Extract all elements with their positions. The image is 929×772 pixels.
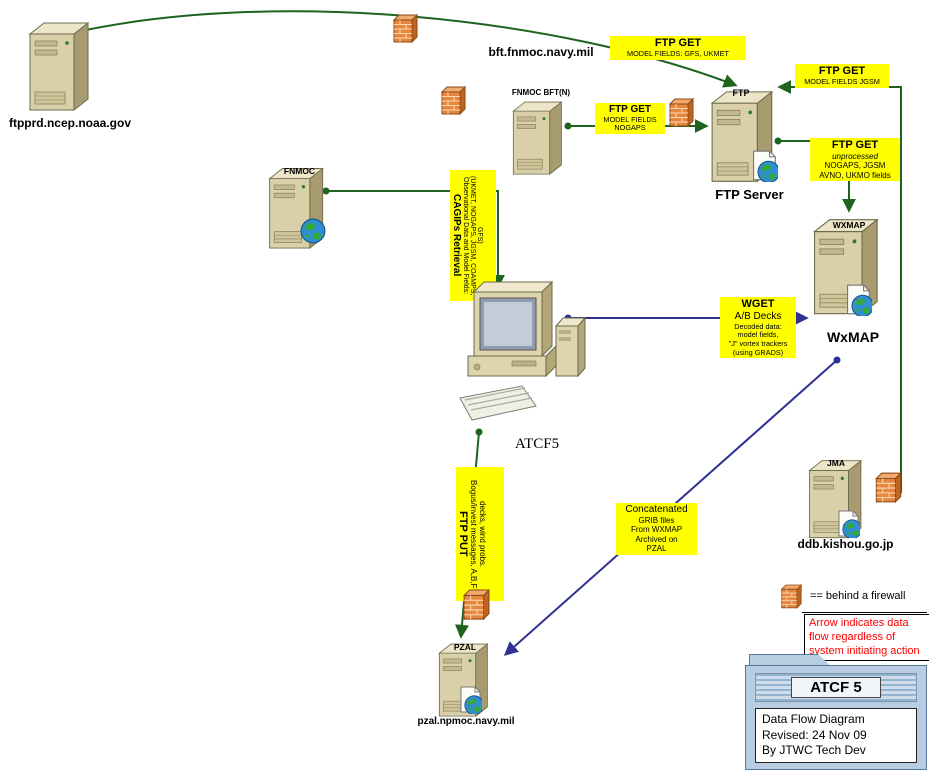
firewall-icon bbox=[669, 98, 694, 127]
legend-note-line: Arrow indicates data bbox=[809, 617, 909, 629]
stamp-line: Revised: 24 Nov 09 bbox=[762, 727, 867, 742]
flow-line: From WXMAP bbox=[630, 525, 683, 535]
flow-title: FTP GET bbox=[831, 139, 879, 151]
stamp-title: ATCF 5 bbox=[791, 676, 881, 699]
origin-dot bbox=[564, 122, 572, 130]
firewall-icon bbox=[875, 472, 902, 503]
flow-line: MODEL FIELDS: GFS, UKMET bbox=[627, 48, 729, 58]
flow-title: Concatenated bbox=[625, 504, 688, 515]
flow-subtitle: A/B Decks bbox=[734, 310, 782, 322]
server-icon-ftpprd bbox=[29, 22, 89, 111]
flow-line: (using GRADS) bbox=[732, 347, 784, 357]
flow-line: "J" vortex trackers bbox=[728, 338, 788, 348]
flow-label-cagips: CAGIPs Retrieval Observational Data and … bbox=[450, 170, 496, 301]
server-name-ftp: FTP bbox=[732, 88, 750, 98]
globe-icon bbox=[300, 218, 326, 244]
legend-firewall-text: == behind a firewall bbox=[810, 590, 906, 602]
origin-dot bbox=[322, 187, 330, 195]
flow-line: NOGAPS, JGSM bbox=[824, 161, 886, 171]
stamp-line: Data Flow Diagram bbox=[762, 712, 865, 726]
workstation-icon-atcf5 bbox=[459, 281, 586, 421]
folder-stripes: ATCF 5 bbox=[755, 673, 917, 702]
flow-title: FTP PUT bbox=[457, 511, 469, 557]
flow-title: FTP GET bbox=[818, 65, 866, 77]
flow-line: NOGAPS bbox=[614, 123, 646, 133]
flow-label-ftp-put: FTP PUT Bogus/invest messages, A,B,F dec… bbox=[456, 467, 504, 601]
flow-label-ftp-get-gfs: FTP GET MODEL FIELDS: GFS, UKMET bbox=[610, 36, 746, 60]
server-icon-fnmoc-bft bbox=[512, 101, 562, 175]
legend-note-line: system initiating action bbox=[809, 644, 920, 657]
firewall-icon bbox=[393, 14, 418, 43]
stamp-note: Data Flow Diagram Revised: 24 Nov 09 By … bbox=[755, 708, 917, 763]
flow-line: model fields, bbox=[737, 330, 779, 340]
stamp-line: By JTWC Tech Dev bbox=[762, 743, 866, 758]
legend-note-line: flow regardless of bbox=[809, 630, 896, 643]
flow-line: Decoded data: bbox=[734, 321, 782, 331]
origin-dot bbox=[774, 137, 782, 145]
flow-label-ftp-get-jgsm: FTP GET MODEL FIELDS JGSM bbox=[795, 64, 889, 88]
server-name-fnmoc-bft: FNMOC BFT(N) bbox=[511, 88, 571, 97]
flow-body: Bogus/invest messages, A,B,F decks, wind… bbox=[469, 479, 487, 589]
server-name-pzal: PZAL bbox=[453, 642, 477, 652]
server-name-fnmoc: FNMOC bbox=[283, 166, 316, 176]
firewall-icon bbox=[463, 589, 490, 620]
server-name-jma: JMA bbox=[827, 458, 845, 468]
flow-title: FTP GET bbox=[654, 37, 702, 49]
flow-line: GRIB files bbox=[638, 515, 675, 525]
flow-line: AVNO, UKMO fields bbox=[819, 170, 891, 180]
flow-label-ftp-get-unprocessed: FTP GET unprocessed NOGAPS, JGSM AVNO, U… bbox=[810, 138, 900, 182]
flow-label-wget: WGET A/B Decks Decoded data: model field… bbox=[720, 297, 796, 359]
flow-title: FTP GET bbox=[608, 104, 652, 115]
flow-title: WGET bbox=[741, 298, 775, 310]
caption-pzal: pzal.npmoc.navy.mil bbox=[417, 716, 515, 727]
flow-line: Archived on bbox=[635, 534, 678, 544]
folder-body: ATCF 5 Data Flow Diagram Revised: 24 Nov… bbox=[745, 665, 927, 770]
title-stamp-folder: ATCF 5 Data Flow Diagram Revised: 24 Nov… bbox=[745, 654, 927, 770]
caption-atcf5: ATCF5 bbox=[514, 436, 560, 452]
flow-line: MODEL FIELDS JGSM bbox=[804, 76, 880, 86]
origin-dot bbox=[475, 428, 483, 436]
legend-firewall-icon bbox=[781, 584, 802, 609]
flow-line: MODEL FIELDS bbox=[603, 114, 657, 124]
flow-label-concatenated: Concatenated GRIB files From WXMAP Archi… bbox=[616, 503, 697, 555]
caption-ftp-server: FTP Server bbox=[715, 187, 784, 202]
firewall-icon bbox=[441, 86, 466, 115]
caption-wxmap: WxMAP bbox=[826, 329, 880, 345]
flow-label-ftp-get-nogaps: FTP GET MODEL FIELDS NOGAPS bbox=[595, 103, 665, 135]
flow-body: Observational Data and Model Fields: (UK… bbox=[462, 175, 483, 296]
flow-line: unprocessed bbox=[832, 151, 878, 161]
caption-jma: ddb.kishou.go.jp bbox=[797, 537, 894, 551]
legend-note: Arrow indicates data flow regardless of … bbox=[804, 614, 929, 662]
origin-dot bbox=[833, 356, 841, 364]
caption-ftpprd: ftpprd.ncep.noaa.gov bbox=[8, 116, 131, 130]
arrow-fnmoc-to-atcf5 bbox=[326, 190, 505, 289]
flow-title: CAGIPs Retrieval bbox=[451, 194, 462, 277]
page-globe-icon bbox=[752, 150, 778, 182]
page-globe-icon bbox=[846, 284, 872, 316]
flow-line: PZAL bbox=[646, 544, 667, 554]
server-name-wxmap: WXMAP bbox=[832, 220, 866, 230]
legend-divider bbox=[802, 612, 927, 613]
caption-bft: bft.fnmoc.navy.mil bbox=[488, 45, 594, 59]
page-globe-icon bbox=[460, 686, 482, 714]
page-globe-icon bbox=[838, 510, 860, 538]
